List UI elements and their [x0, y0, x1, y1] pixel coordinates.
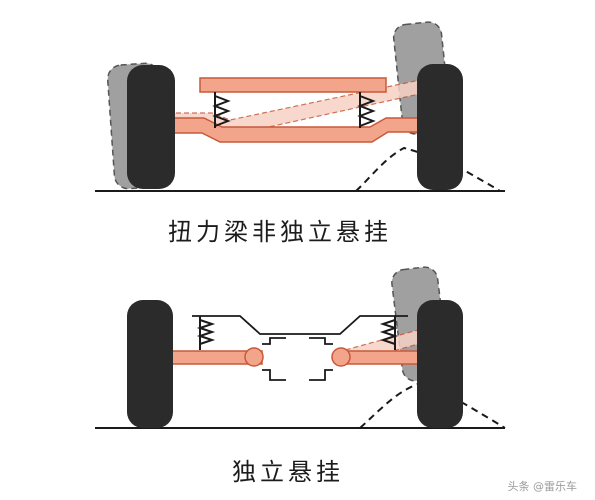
torsion-beam-diagram	[95, 21, 505, 192]
spring-icon	[212, 92, 231, 128]
watermark: 头条 @雷乐车	[507, 480, 578, 493]
independent-diagram	[95, 266, 506, 429]
torsion-beam-caption: 扭力梁非独立悬挂	[168, 218, 392, 246]
right-pivot	[331, 347, 351, 367]
bump-outline	[359, 382, 506, 429]
left-pivot	[244, 347, 264, 367]
spring-icon	[196, 316, 216, 350]
spring-icon	[357, 92, 376, 128]
tire-icon	[417, 300, 463, 428]
spring-icon	[379, 316, 399, 350]
chassis-frame	[192, 315, 408, 335]
body-plate	[199, 77, 387, 93]
tire-icon	[127, 65, 175, 189]
tire-icon	[417, 64, 463, 190]
diff-housing-icon	[262, 337, 333, 381]
independent-caption: 独立悬挂	[232, 458, 344, 486]
tire-icon	[127, 300, 173, 428]
